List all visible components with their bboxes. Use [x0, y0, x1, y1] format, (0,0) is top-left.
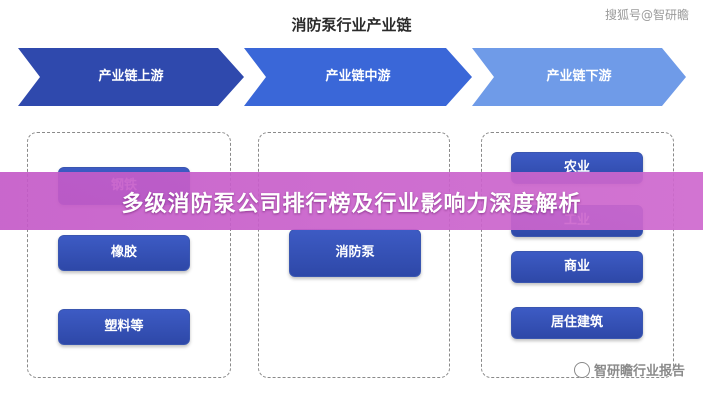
stage-downstream-label: 产业链下游	[546, 69, 612, 84]
downstream-item-commerce: 商业	[511, 251, 643, 283]
downstream-panel: 农业 工业 商业 居住建筑	[481, 132, 674, 378]
stage-downstream: 产业链下游	[472, 48, 686, 106]
stage-midstream: 产业链中游	[244, 48, 472, 106]
stage-upstream: 产业链上游	[18, 48, 244, 106]
wechat-logo-icon	[573, 362, 590, 378]
watermark-bottom-text: 智研瞻行业报告	[593, 364, 685, 379]
upstream-item-rubber: 橡胶	[58, 235, 190, 271]
upstream-item-plastics: 塑料等	[58, 309, 190, 345]
chevron-midstream-shape	[244, 48, 472, 106]
stage-upstream-label: 产业链上游	[98, 69, 164, 84]
chevron-downstream-shape	[472, 48, 686, 106]
midstream-item-fire-pump: 消防泵	[289, 229, 421, 277]
chevron-upstream-shape	[18, 48, 244, 106]
watermark-bottom: 智研瞻行业报告	[573, 360, 685, 379]
upstream-panel: 钢铁 橡胶 塑料等	[27, 132, 231, 378]
banner-headline: 多级消防泵公司排行榜及行业影响力深度解析	[121, 192, 582, 217]
diagram-title: 消防泵行业产业链	[291, 16, 412, 34]
watermark-top: 搜狐号@智研瞻	[604, 8, 689, 22]
downstream-item-residential: 居住建筑	[511, 307, 643, 339]
midstream-panel: 消防泵	[258, 132, 450, 378]
title-banner	[0, 172, 703, 230]
stage-midstream-label: 产业链中游	[325, 69, 391, 84]
